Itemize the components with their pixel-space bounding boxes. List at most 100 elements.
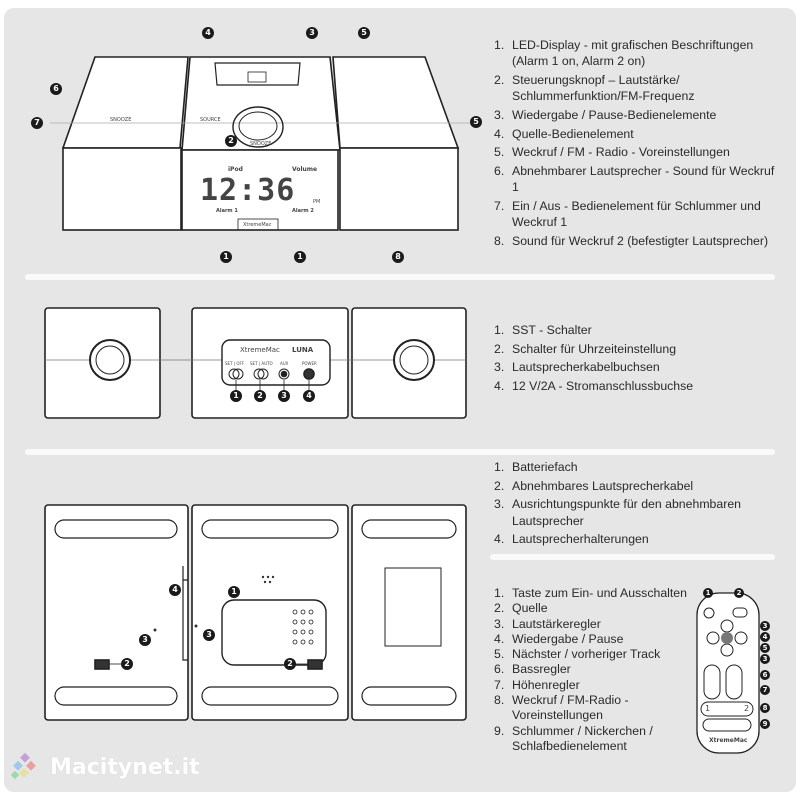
callout: 8	[392, 251, 404, 263]
list-item-text: Nächster / vorheriger Track	[512, 647, 661, 662]
list-item-text: Lautstärkeregler	[512, 616, 601, 631]
callout: 3	[278, 390, 290, 402]
list-item: 2.Steuerungsknopf – Lautstärke/ Schlumme…	[490, 72, 780, 105]
list-item-number: 3.	[494, 497, 505, 512]
list-item-number: 4.	[494, 631, 505, 646]
list-item-text: Abnehmbares Lautsprecherkabel	[512, 478, 694, 493]
display-alarm2-label: Alarm 2	[292, 208, 314, 214]
list-item-text: 12 V/2A - Stromanschlussbuchse	[512, 378, 694, 393]
callout: 1	[294, 251, 306, 263]
clock-switch-label: SET | AUTO	[250, 361, 273, 366]
callout: 2	[121, 658, 133, 670]
list-item-text: Wiedergabe / Pause	[512, 631, 624, 646]
callout: 5	[760, 643, 770, 653]
list-item-text: Schlummer / Nickerchen / Schlafbedienele…	[512, 723, 653, 753]
watermark-text: Macitynet.it	[50, 754, 200, 780]
list-item: 8. Weckruf / FM-Radio - Voreinstellungen	[490, 693, 690, 724]
list-item-number: 4.	[494, 378, 505, 393]
list-item-number: 4.	[494, 532, 505, 547]
list-item-text: Quelle	[512, 601, 548, 616]
list-item-text: Weckruf / FM-Radio - Voreinstellungen	[512, 693, 629, 723]
list-item: 6. Bassregler	[490, 662, 690, 677]
callout: 2	[225, 135, 237, 147]
list-item-text: Höhenregler	[512, 677, 580, 692]
source-button-label: SOURCE	[200, 117, 221, 123]
bottom-features-list: 1. Batteriefach 2. Abnehmbares Lautsprecher…	[490, 459, 780, 550]
list-item: 6.Abnehmbarer Lautsprecher - Sound für W…	[490, 163, 780, 196]
list-item-text: Batteriefach	[512, 460, 578, 474]
list-item: 4. Lautsprecherhalterungen	[490, 531, 780, 547]
panel-brand: XtremeMac	[240, 346, 280, 354]
callout: 6	[760, 670, 770, 680]
divider	[25, 274, 775, 280]
list-item: 1. Batteriefach	[490, 459, 780, 475]
list-item-number: 7.	[494, 677, 505, 692]
callout: 6	[50, 83, 62, 95]
callout: 4	[202, 27, 214, 39]
list-item: 7. Höhenregler	[490, 678, 690, 693]
callout: 4	[169, 584, 181, 596]
callout: 3	[306, 27, 318, 39]
list-item: 3.Lautstärkeregler	[490, 617, 690, 632]
callout: 1	[228, 586, 240, 598]
list-item-number: 2.	[494, 478, 505, 493]
callout: 9	[760, 719, 770, 729]
callout: 2	[284, 658, 296, 670]
list-item: 4. 12 V/2A - Stromanschlussbuchse	[490, 378, 780, 394]
list-item-number: 3.	[494, 360, 505, 375]
power-label: POWER	[302, 361, 317, 366]
callout: 3	[139, 634, 151, 646]
list-item: 8. Sound für Weckruf 2 (befestigter Lauts…	[490, 233, 780, 249]
list-item-number: 1.	[494, 460, 505, 474]
list-item-text: LED-Display - mit grafischen Beschriftun…	[512, 38, 754, 69]
list-item: 2. Quelle	[490, 601, 690, 616]
display-volume-label: Volume	[292, 166, 318, 173]
list-item-text: Sound für Weckruf 2 (befestigter Lautspr…	[512, 233, 769, 248]
callout: 2	[254, 390, 266, 402]
watermark-logo-icon	[10, 752, 36, 780]
list-item-number: 6.	[494, 662, 505, 677]
remote-diagram	[696, 592, 760, 754]
list-item: 4.Quelle-Bedienelement	[490, 126, 780, 142]
bottom-view-diagram	[44, 504, 467, 721]
list-item: 1.LED-Display - mit grafischen Beschrift…	[490, 37, 780, 70]
list-item: 4. Wiedergabe / Pause	[490, 632, 690, 647]
list-item-text: Wiedergabe / Pause-Bedienelemente	[512, 108, 717, 122]
list-item: 1. Taste zum Ein- und Ausschalten	[490, 586, 690, 601]
remote-preset-1: 1	[705, 704, 711, 713]
front-view-diagram	[50, 56, 470, 231]
callout: 2	[734, 588, 744, 598]
callout: 8	[760, 703, 770, 713]
front-features-list: 1.LED-Display - mit grafischen Beschrift…	[490, 37, 780, 251]
remote-preset-2: 2	[744, 704, 750, 713]
list-item: 3.Lautsprecherkabelbuchsen	[490, 359, 780, 375]
sst-switch-label: SET | OFF	[225, 361, 245, 366]
list-item: 9. Schlummer / Nickerchen / Schlafbediene…	[490, 724, 690, 755]
callout: 5	[358, 27, 370, 39]
list-item-text: Lautsprecherhalterungen	[512, 532, 649, 547]
callout: 3	[203, 629, 215, 641]
list-item-number: 6.	[494, 163, 505, 178]
divider	[490, 554, 775, 560]
callout: 1	[230, 390, 242, 402]
list-item-text: Bassregler	[512, 662, 571, 677]
list-item-number: 1.	[494, 586, 505, 600]
list-item-text: Ausrichtungspunkte für den abnehmbaren L…	[512, 497, 742, 528]
callout: 4	[760, 632, 770, 642]
list-item: 3. Ausrichtungspunkte für den abnehmbaren…	[490, 496, 780, 529]
callout: 7	[760, 685, 770, 695]
aux-label: AUX	[280, 361, 289, 366]
list-item: 3.Wiedergabe / Pause-Bedienelemente	[490, 107, 780, 123]
list-item: 1.SST - Schalter	[490, 322, 780, 338]
callout: 4	[303, 390, 315, 402]
list-item-number: 8.	[494, 693, 505, 708]
list-item-text: Taste zum Ein- und Ausschalten	[512, 586, 687, 600]
list-item-number: 8.	[494, 233, 505, 248]
list-item: 5.Nächster / vorheriger Track	[490, 647, 690, 662]
list-item-number: 2.	[494, 601, 505, 616]
knob-snooze-label: SNOOZE	[250, 141, 272, 147]
callout: 3	[760, 654, 770, 664]
list-item-number: 9.	[494, 723, 505, 738]
remote-brand: XtremeMac	[709, 737, 748, 744]
